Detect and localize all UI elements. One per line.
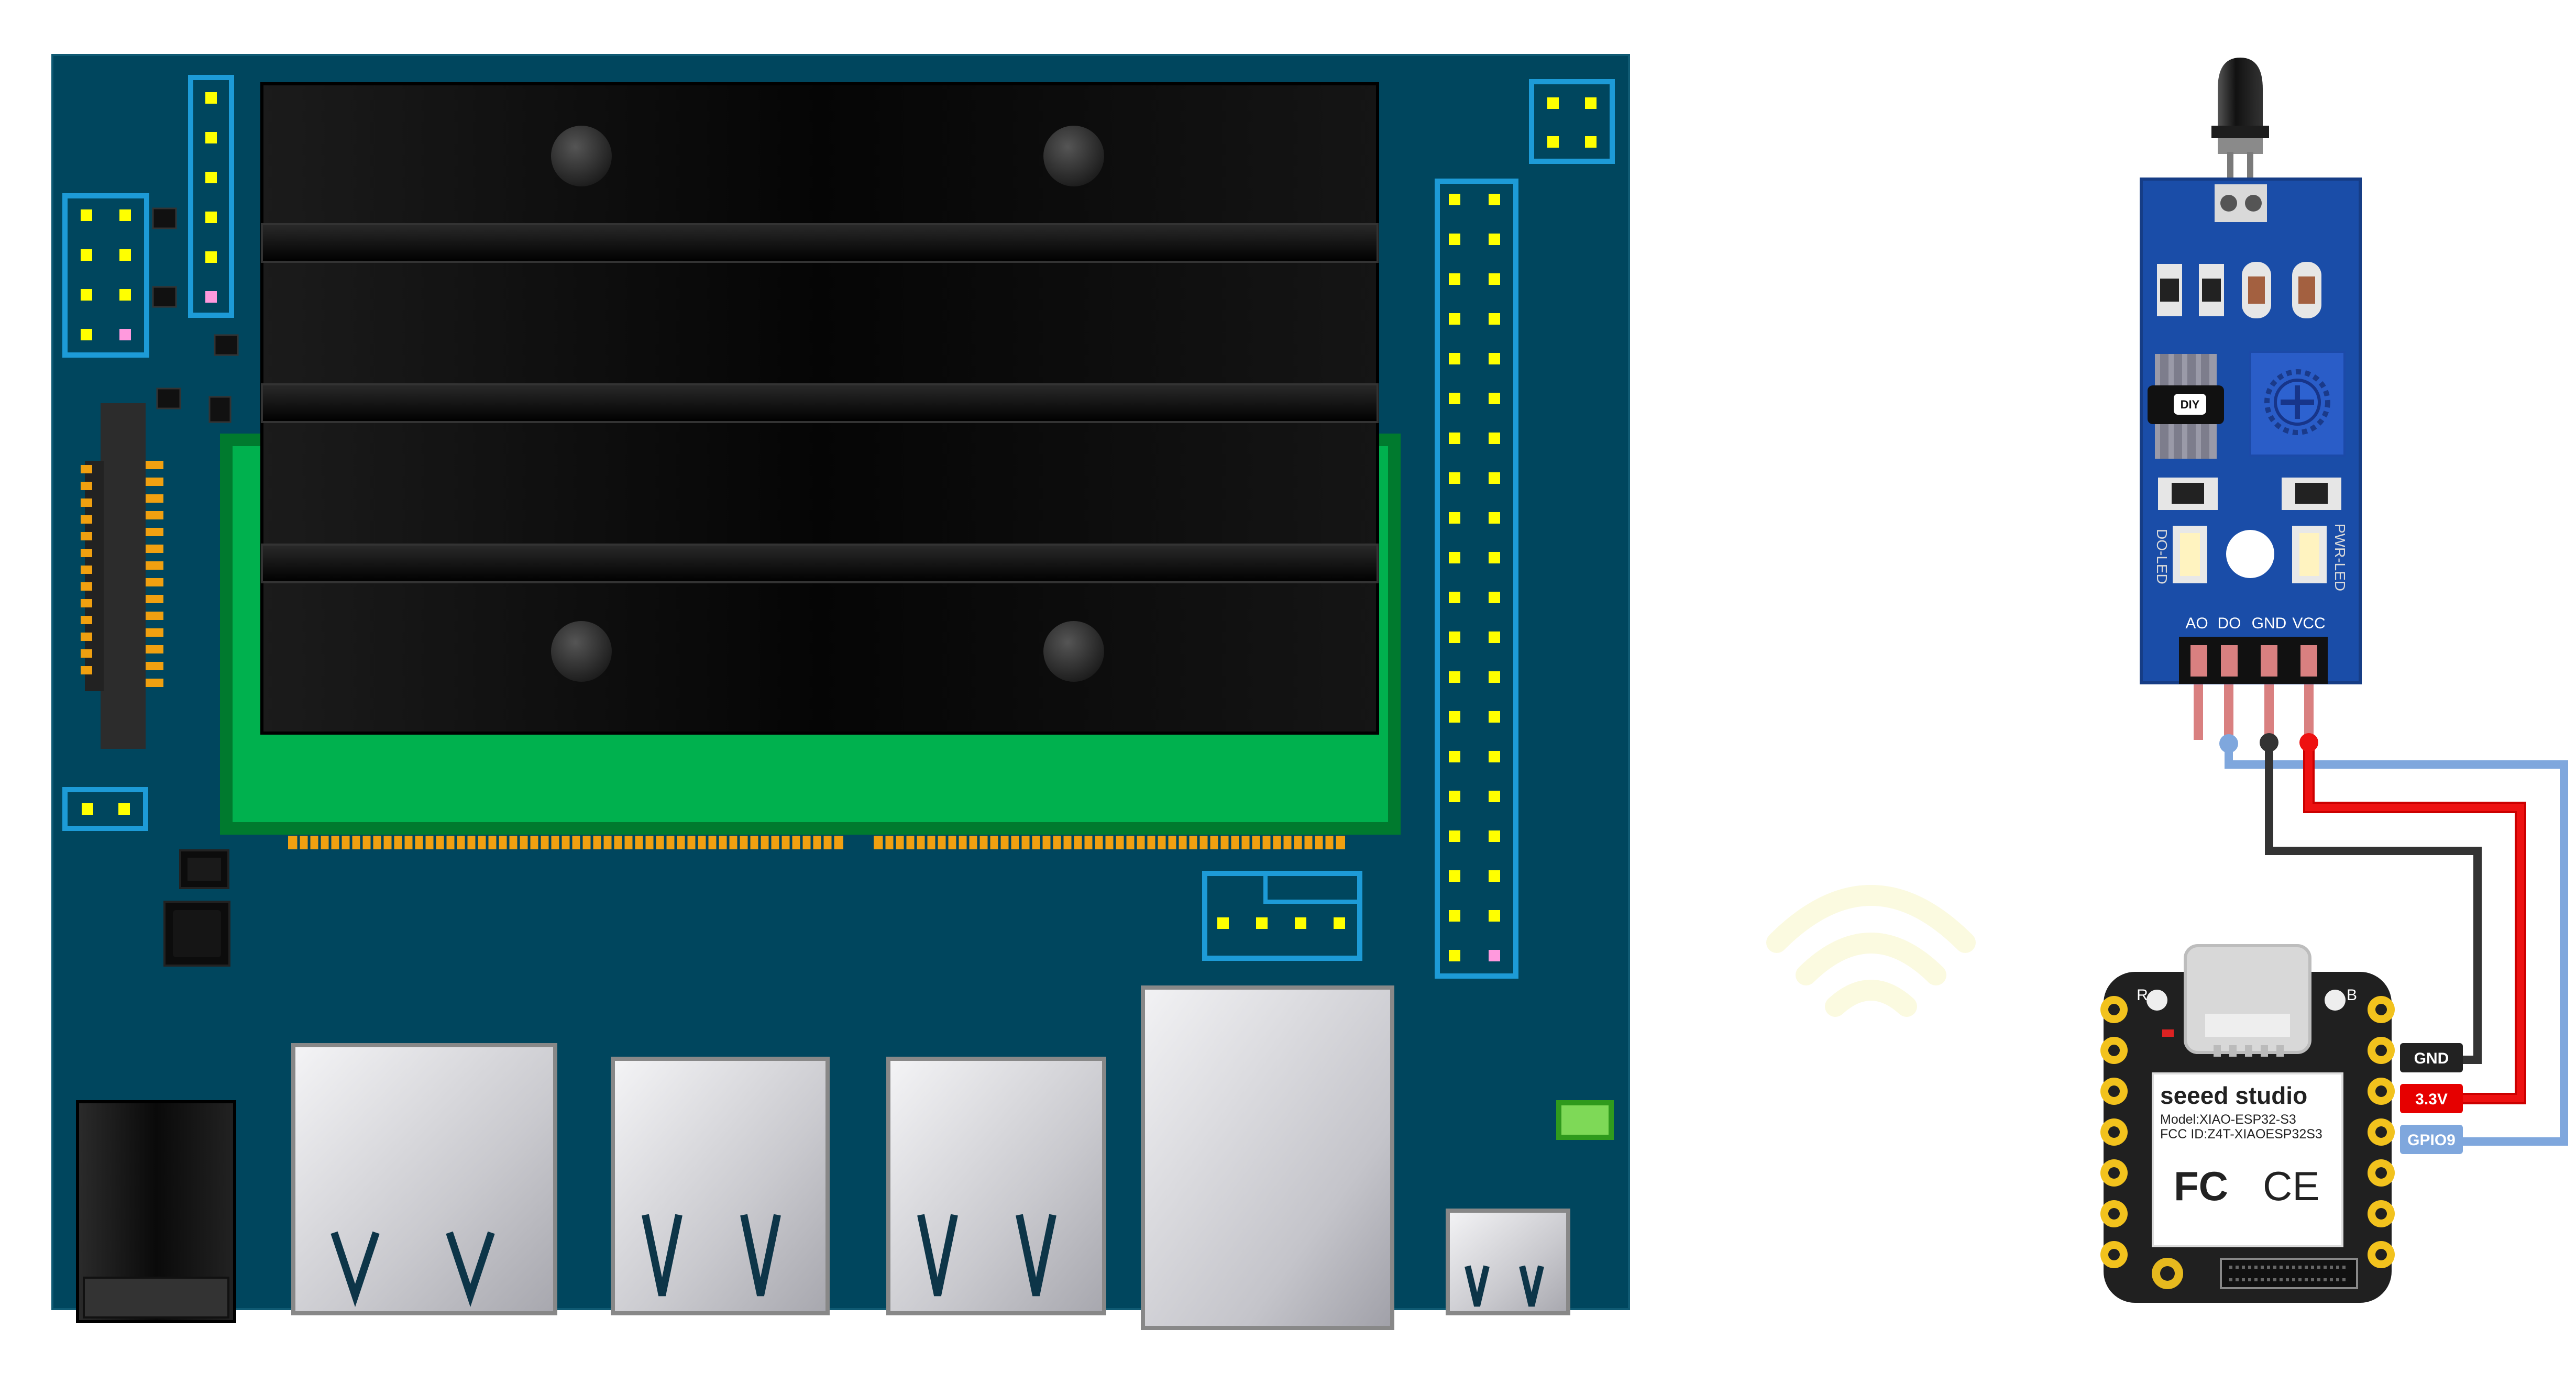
antenna-connector (2152, 1258, 2183, 1289)
status-led (1556, 1100, 1614, 1140)
gpio-header-40pin (1435, 179, 1518, 979)
sensor-pin-header (2179, 637, 2328, 684)
wire-gpio9-signal (2225, 744, 2568, 1146)
mounting-hole (2226, 530, 2274, 578)
pin-label-vcc: VCC (2292, 615, 2325, 632)
v33-pin-label: 3.3V (2400, 1084, 2463, 1113)
svg-text:GPIO9: GPIO9 (2407, 1132, 2456, 1149)
gpio9-pin-label: GPIO9 (2400, 1125, 2463, 1154)
xiao-esp32s3: R B seeed studio Model:XIAO-ESP32-S3 FCC… (2100, 944, 2463, 1303)
wires (2194, 673, 2568, 1146)
gnd-pin-label: GND (2400, 1043, 2463, 1072)
usb-port-1[interactable] (291, 1043, 557, 1315)
diy-label: DIY (2181, 398, 2200, 411)
smd-row (2157, 262, 2321, 318)
fc-mark: FC (2174, 1163, 2228, 1209)
smd-components (152, 207, 239, 423)
dc-power-jack (76, 1100, 236, 1323)
pin-leg-gnd (2264, 673, 2274, 741)
screw (1043, 621, 1104, 682)
heatsink-fin (261, 383, 1379, 423)
comparator-ic: DIY (2148, 354, 2224, 459)
pin-label-gnd: GND (2252, 615, 2287, 632)
xiao-shield: seeed studio Model:XIAO-ESP32-S3 FCC ID:… (2152, 1072, 2343, 1247)
header-1x2 (62, 787, 148, 831)
xiao-usb-c[interactable] (2184, 944, 2311, 1057)
pin-leg-vcc (2304, 673, 2314, 741)
heatsink-fin (261, 223, 1379, 263)
wire-gnd (2265, 741, 2482, 1064)
model-text: Model:XIAO-ESP32-S3 (2160, 1112, 2296, 1127)
boot-button[interactable] (2325, 990, 2346, 1011)
svg-text:GND: GND (2414, 1050, 2449, 1067)
pwr-led-label: PWR-LED (2332, 524, 2348, 591)
usb-port-2[interactable] (611, 1057, 830, 1315)
screw (551, 621, 612, 682)
heatsink (260, 82, 1379, 735)
pin-leg-ao (2194, 673, 2203, 740)
fan-header (1202, 871, 1362, 961)
b2b-connector (2220, 1258, 2358, 1289)
heatsink-fin (261, 544, 1379, 583)
brand-text: seeed studio (2160, 1082, 2307, 1109)
header-2x2 (1529, 79, 1615, 164)
ethernet-port[interactable] (1141, 985, 1394, 1330)
pwr-led (2292, 526, 2327, 583)
potentiometer[interactable] (2249, 351, 2346, 457)
reset-button[interactable] (2146, 990, 2167, 1011)
usb-c-port[interactable] (1446, 1209, 1570, 1315)
carrier-board (51, 54, 1630, 1330)
wifi-icon (1766, 885, 1976, 1017)
pin-label-ao: AO (2185, 615, 2208, 632)
do-led (2173, 526, 2207, 583)
flame-sensor-module: DIY DO-LED PWR-LED AO DO GND VCC (2140, 58, 2362, 684)
header-1x6 (188, 75, 234, 318)
fcc-id-text: FCC ID:Z4T-XIAOESP32S3 (2160, 1127, 2322, 1142)
boot-label: B (2347, 987, 2357, 1004)
screw (1043, 126, 1104, 186)
button-large[interactable] (163, 901, 230, 967)
header-2x4-left (62, 193, 149, 358)
screw (551, 126, 612, 186)
ce-mark: CE (2263, 1163, 2319, 1209)
pin-label-do: DO (2218, 615, 2241, 632)
camera-connector (81, 403, 163, 749)
reset-label: R (2137, 987, 2148, 1004)
do-led-label: DO-LED (2154, 529, 2170, 584)
pin-leg-do (2224, 673, 2233, 746)
svg-text:3.3V: 3.3V (2415, 1091, 2448, 1108)
ir-receiver-led (2211, 58, 2269, 181)
usb-port-3[interactable] (886, 1057, 1106, 1315)
button-small[interactable] (179, 849, 229, 889)
